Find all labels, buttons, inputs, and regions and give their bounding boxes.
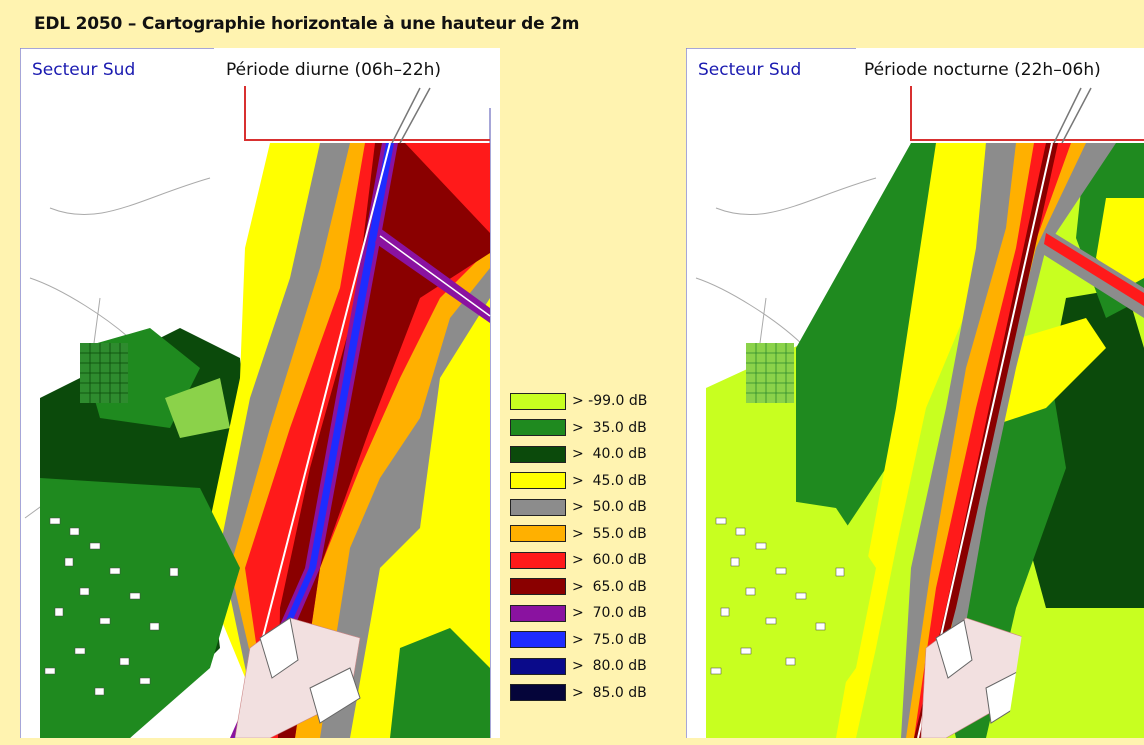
legend-swatch <box>510 631 566 649</box>
legend-label: > -99.0 dB <box>572 393 648 410</box>
legend-item: > 70.0 dB <box>510 600 676 627</box>
legend-swatch <box>510 445 566 463</box>
legend-item: > 40.0 dB <box>510 441 676 468</box>
legend-label: > 50.0 dB <box>572 499 647 516</box>
legend-label: > 55.0 dB <box>572 525 647 542</box>
legend-swatch <box>510 472 566 490</box>
legend-item: > 80.0 dB <box>510 653 676 680</box>
sector-label-night: Secteur Sud <box>698 60 802 80</box>
legend-swatch <box>510 419 566 437</box>
legend-label: > 85.0 dB <box>572 684 647 701</box>
legend-item: > 85.0 dB <box>510 680 676 707</box>
legend-swatch <box>510 578 566 596</box>
noise-map-night <box>686 48 1144 738</box>
map-panel-night[interactable]: Secteur Sud Période nocturne (22h–06h) <box>686 48 1144 738</box>
legend-swatch <box>510 604 566 622</box>
legend-label: > 45.0 dB <box>572 472 647 489</box>
legend-label: > 65.0 dB <box>572 578 647 595</box>
legend-label: > 80.0 dB <box>572 658 647 675</box>
period-label-day: Période diurne (06h–22h) <box>226 60 442 80</box>
map-panel-day[interactable]: Secteur Sud Période diurne (06h–22h) <box>20 48 500 738</box>
noise-map-day <box>20 48 491 738</box>
legend-label: > 70.0 dB <box>572 605 647 622</box>
legend-swatch <box>510 551 566 569</box>
legend-swatch <box>510 392 566 410</box>
legend-item: > 45.0 dB <box>510 468 676 495</box>
period-label-night: Période nocturne (22h–06h) <box>864 60 1101 80</box>
legend: > -99.0 dB > 35.0 dB > 40.0 dB > 45.0 dB… <box>510 388 676 706</box>
legend-swatch <box>510 657 566 675</box>
legend-item: > 50.0 dB <box>510 494 676 521</box>
legend-swatch <box>510 684 566 702</box>
legend-label: > 40.0 dB <box>572 446 647 463</box>
legend-item: > 75.0 dB <box>510 627 676 654</box>
sector-label-day: Secteur Sud <box>32 60 136 80</box>
legend-item: > 60.0 dB <box>510 547 676 574</box>
legend-label: > 60.0 dB <box>572 552 647 569</box>
legend-swatch <box>510 498 566 516</box>
legend-item: > 65.0 dB <box>510 574 676 601</box>
legend-swatch <box>510 525 566 543</box>
legend-item: > 35.0 dB <box>510 415 676 442</box>
legend-item: > 55.0 dB <box>510 521 676 548</box>
map-title: EDL 2050 – Cartographie horizontale à un… <box>34 14 580 34</box>
legend-label: > 35.0 dB <box>572 419 647 436</box>
legend-item: > -99.0 dB <box>510 388 676 415</box>
legend-label: > 75.0 dB <box>572 631 647 648</box>
